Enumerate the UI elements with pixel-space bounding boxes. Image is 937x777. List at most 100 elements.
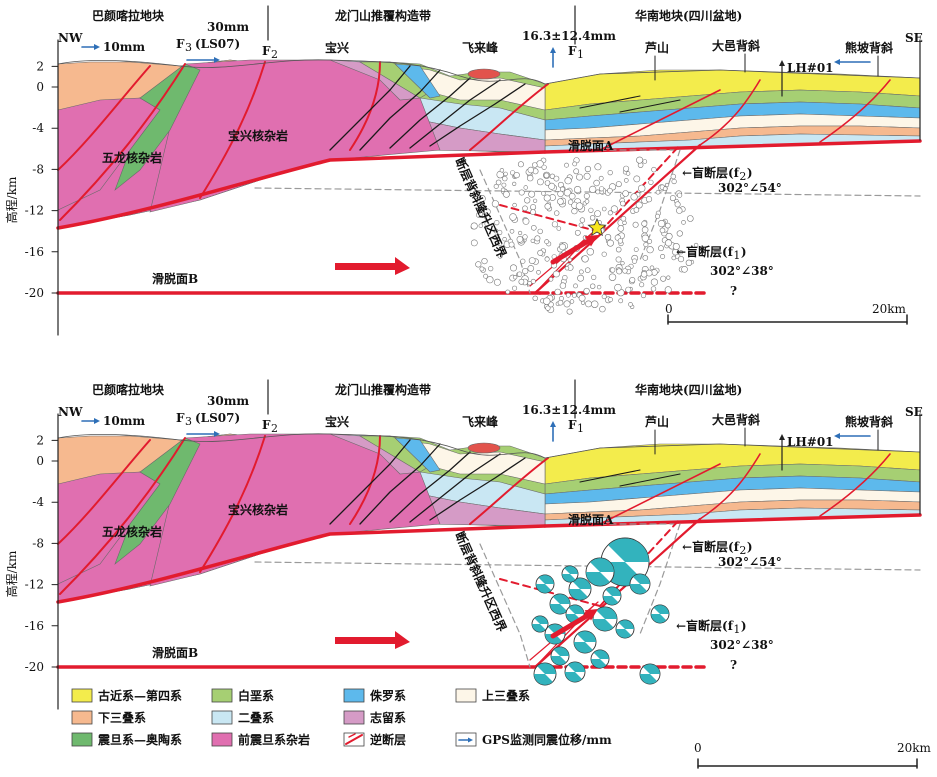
fault-basin-black-1 bbox=[579, 469, 641, 483]
label-baoxing-core: 宝兴核杂岩 bbox=[228, 502, 288, 517]
legend-swatch-permian bbox=[211, 710, 233, 725]
aftershock-marker bbox=[584, 165, 592, 173]
aftershock-marker bbox=[528, 190, 536, 198]
scale-bar-top-0: 0 bbox=[665, 302, 673, 316]
aftershock-marker bbox=[530, 278, 536, 284]
scale-bar-top-20: 20km bbox=[872, 302, 907, 316]
fault-imbricate-black-3 bbox=[389, 77, 471, 149]
label-blind-fault-f1-tail: ) bbox=[741, 245, 747, 259]
label-lushan: 芦山 bbox=[645, 40, 669, 55]
focal-mechanism-quadrant bbox=[553, 594, 570, 604]
aftershock-marker bbox=[633, 247, 639, 252]
aftershock-marker bbox=[617, 225, 625, 232]
label-f2-sub: 2 bbox=[271, 48, 278, 61]
aftershock-marker bbox=[564, 266, 570, 271]
aftershock-marker bbox=[681, 220, 686, 225]
focal-mechanism-quadrant bbox=[538, 575, 554, 584]
guide-dashed-east bbox=[599, 149, 681, 261]
lh01-arrow-head-icon bbox=[779, 434, 785, 440]
legend-swatch-lower_triassic bbox=[71, 710, 93, 725]
aftershock-marker bbox=[622, 190, 629, 197]
aftershock-marker bbox=[636, 156, 644, 164]
aftershock-marker bbox=[633, 175, 641, 183]
push-direction-arrow-icon bbox=[335, 631, 410, 649]
y-tick-label: 0 bbox=[36, 80, 44, 94]
fault-imbricate-black-4 bbox=[409, 453, 501, 523]
gps-arrow-3-head-icon bbox=[834, 433, 840, 439]
legend-swatch-quaternary bbox=[71, 688, 93, 703]
aftershock-marker bbox=[530, 225, 537, 231]
aftershock-marker bbox=[659, 227, 666, 234]
aftershock-marker bbox=[629, 276, 636, 283]
aftershock-marker bbox=[479, 266, 485, 272]
aftershock-marker bbox=[650, 286, 657, 292]
gps-arrow-2-head-icon bbox=[214, 57, 220, 63]
focal-mechanism-quadrant bbox=[653, 605, 669, 614]
fault-imbricate-black-5 bbox=[429, 457, 526, 521]
aftershock-marker bbox=[478, 195, 486, 203]
aftershock-marker bbox=[647, 238, 653, 244]
fault-f3-red bbox=[57, 439, 151, 545]
aftershock-marker bbox=[674, 201, 681, 208]
label-se: SE bbox=[905, 405, 923, 419]
legend-label: 上三叠系 bbox=[482, 688, 530, 703]
aftershock-marker bbox=[527, 281, 532, 286]
focal-mechanism-quadrant bbox=[551, 656, 567, 665]
aftershock-marker bbox=[500, 187, 506, 193]
focal-mechanism-quadrant bbox=[572, 578, 591, 589]
label-nw: NW bbox=[58, 31, 83, 45]
focal-mechanism-quadrant bbox=[593, 650, 609, 659]
blind-fault-f2-dashed bbox=[499, 578, 601, 607]
blind-fault-f2-dashed bbox=[499, 204, 601, 233]
aftershock-marker bbox=[666, 275, 671, 280]
aftershock-marker bbox=[478, 223, 483, 228]
aftershock-marker bbox=[571, 292, 577, 298]
aftershock-marker bbox=[620, 215, 627, 222]
aftershock-marker bbox=[499, 168, 505, 173]
aftershock-marker bbox=[518, 278, 525, 285]
aftershock-marker bbox=[491, 200, 500, 208]
aftershock-marker bbox=[686, 215, 694, 222]
aftershock-marker bbox=[541, 164, 547, 170]
scale-bar-bottom-0: 0 bbox=[694, 741, 702, 755]
aftershock-marker bbox=[581, 255, 589, 263]
focal-mechanism-quadrant bbox=[590, 558, 614, 572]
aftershock-marker bbox=[616, 268, 623, 275]
y-tick-label: -20 bbox=[25, 660, 44, 674]
label-dayi-anticline: 大邑背斜 bbox=[712, 412, 760, 427]
aftershock-marker bbox=[502, 237, 507, 242]
aftershock-marker bbox=[553, 175, 560, 182]
label-blind-fault-f2-tail: ) bbox=[747, 540, 753, 554]
label-blind-fault-f2-sub: 2 bbox=[739, 170, 746, 183]
aftershock-marker bbox=[503, 171, 508, 177]
label-blind-fault-f1-text: ←盲断层(f bbox=[676, 244, 734, 259]
label-xiongpo-anticline: 熊坡背斜 bbox=[845, 414, 893, 429]
aftershock-marker bbox=[625, 171, 631, 176]
y-tick-label: -16 bbox=[25, 619, 44, 633]
aftershock-marker bbox=[543, 172, 550, 179]
legend-swatch-presinian bbox=[211, 732, 233, 747]
label-f1-text: F bbox=[568, 44, 577, 58]
label-blind-fault-f2-tail: ) bbox=[747, 166, 753, 180]
detachment-a-west-line bbox=[56, 524, 547, 604]
aftershock-marker bbox=[608, 273, 617, 281]
aftershock-marker bbox=[583, 287, 590, 295]
legend-item-fault: 逆断层 bbox=[343, 732, 406, 747]
fault-basin-black-2 bbox=[619, 473, 681, 487]
aftershock-marker bbox=[501, 182, 507, 188]
aftershock-marker bbox=[530, 238, 535, 243]
aftershock-marker bbox=[598, 175, 604, 181]
fault-imbricate-black-2 bbox=[359, 69, 441, 151]
aftershock-marker bbox=[512, 181, 517, 186]
aftershock-marker bbox=[637, 184, 646, 193]
aftershock-marker bbox=[502, 190, 510, 198]
label-question: ? bbox=[730, 658, 737, 672]
label-f1-attitude: 302°∠38° bbox=[710, 638, 774, 652]
focal-mechanism-quadrant bbox=[651, 614, 667, 623]
label-f2-text: F bbox=[262, 418, 271, 432]
aftershock-marker bbox=[615, 181, 622, 188]
